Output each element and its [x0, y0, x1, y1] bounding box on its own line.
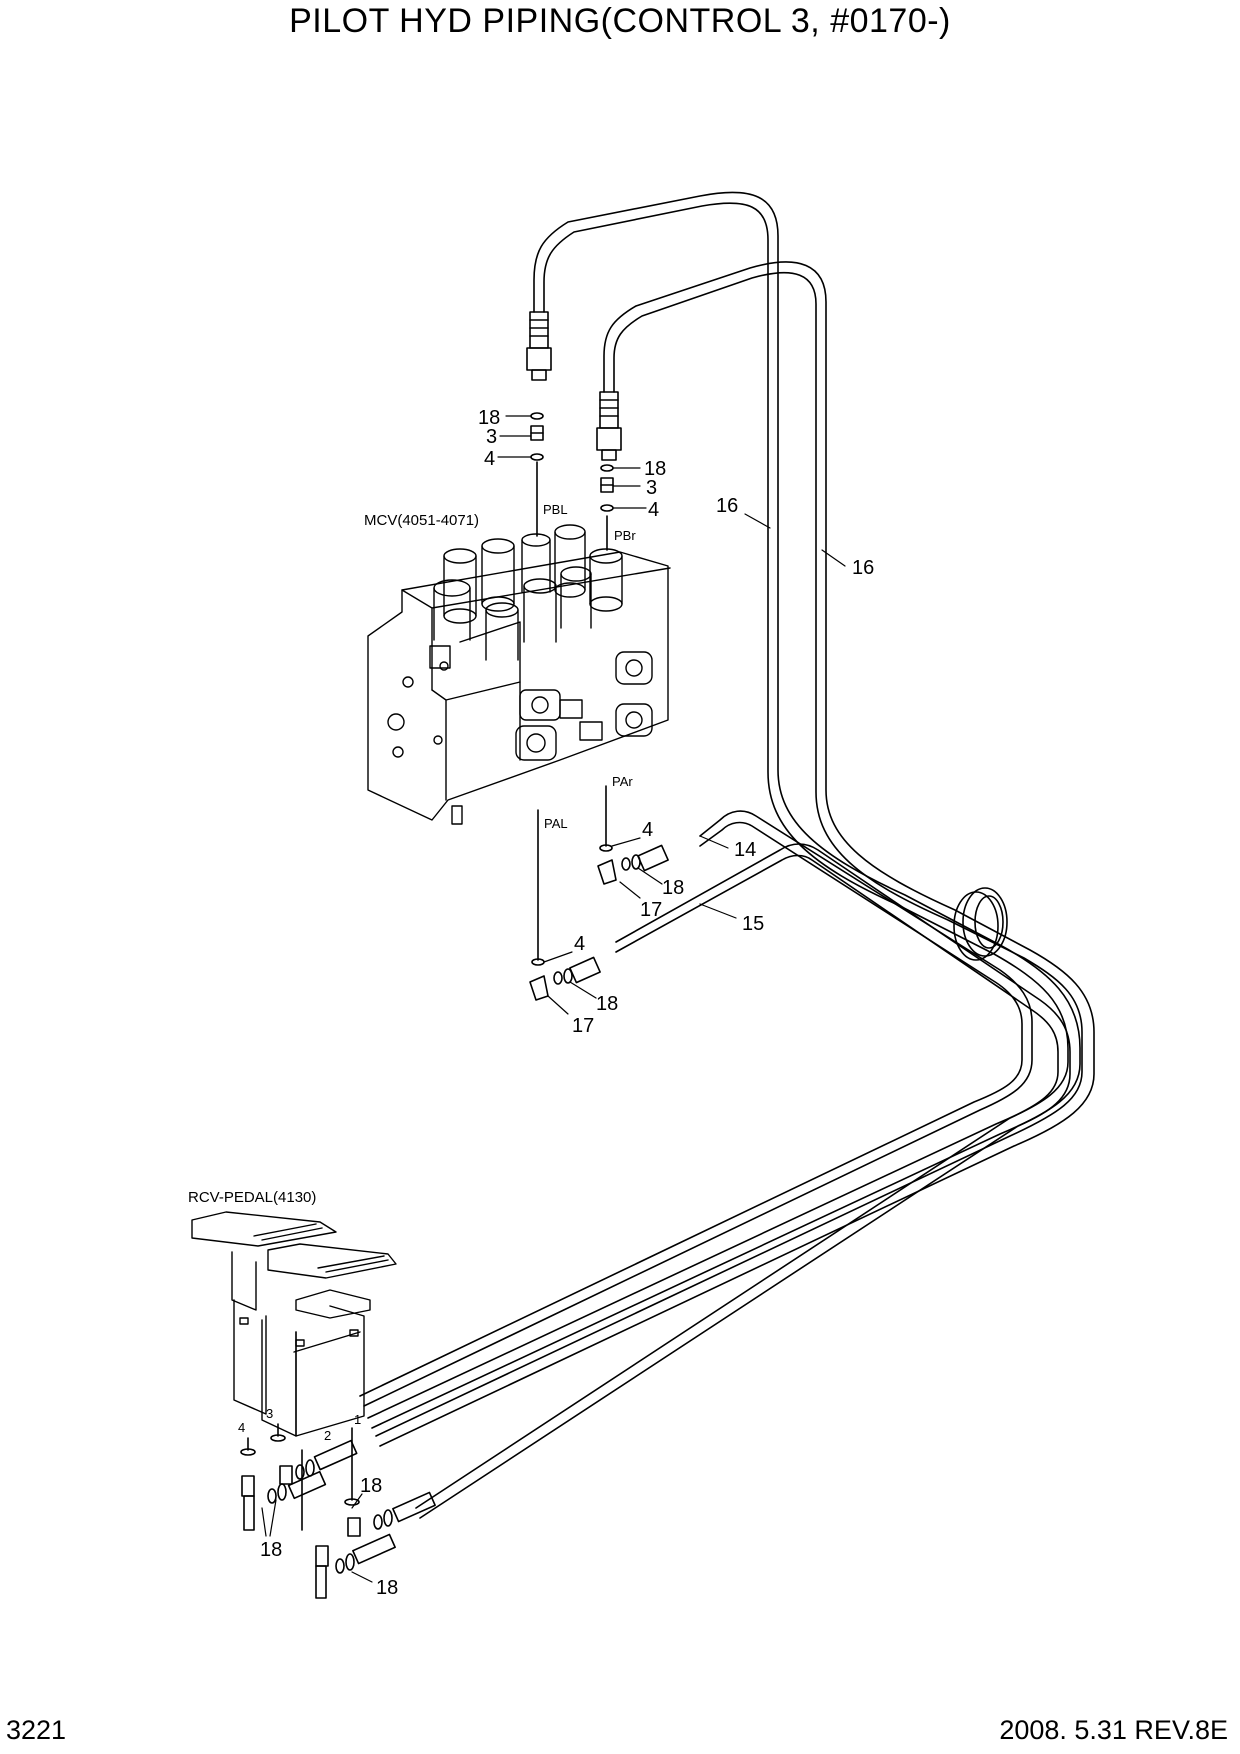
- callout-4: 4: [484, 448, 495, 470]
- mcv-lower-fittings: [529, 844, 669, 1001]
- callout-18: 18: [376, 1577, 398, 1599]
- callout-4: 4: [648, 499, 659, 521]
- callout-17: 17: [640, 899, 662, 921]
- rcv-pedal-label: RCV-PEDAL(4130): [188, 1189, 316, 1206]
- port-label-pbr: PBr: [614, 528, 636, 543]
- hose-end-fittings-top: [526, 311, 622, 461]
- pedal-port-4: 4: [238, 1420, 245, 1435]
- revision-date: 2008. 5.31 REV.8E: [999, 1715, 1228, 1745]
- page-title: PILOT HYD PIPING(CONTROL 3, #0170-): [289, 2, 951, 40]
- pedal-port-lines: [247, 1423, 353, 1531]
- pedal-port-2: 2: [324, 1428, 331, 1443]
- port-label-pbl: PBL: [543, 502, 568, 517]
- callout-18: 18: [644, 458, 666, 480]
- callout-18: 18: [596, 993, 618, 1015]
- callout-18: 18: [360, 1475, 382, 1497]
- callout-3: 3: [646, 477, 657, 499]
- hose-16-inner: [375, 261, 1095, 1447]
- rcv-pedal-assembly: [191, 1211, 397, 1437]
- mcv-label: MCV(4051-4071): [364, 512, 479, 529]
- hose-16-outer: [367, 191, 1081, 1429]
- callout-leaders: [261, 415, 846, 1583]
- pedal-port-3: 3: [266, 1406, 273, 1421]
- hose-14: [359, 810, 1033, 1407]
- callout-15: 15: [742, 913, 764, 935]
- hose-15: [415, 843, 1071, 1519]
- callout-4: 4: [642, 819, 653, 841]
- pedal-port-1: 1: [354, 1412, 361, 1427]
- callout-3: 3: [486, 426, 497, 448]
- hose-clamp: [953, 887, 1008, 961]
- callout-16: 16: [852, 557, 874, 579]
- callout-14: 14: [734, 839, 756, 861]
- callout-18: 18: [478, 407, 500, 429]
- page-number: 3221: [6, 1715, 67, 1745]
- mcv-valve-block: [367, 524, 671, 825]
- port-label-par: PAr: [612, 774, 633, 789]
- callout-4: 4: [574, 933, 585, 955]
- callout-16: 16: [716, 495, 738, 517]
- callout-18: 18: [260, 1539, 282, 1561]
- callout-18: 18: [662, 877, 684, 899]
- pedal-fittings: [240, 1434, 436, 1599]
- callout-17: 17: [572, 1015, 594, 1037]
- port-label-pal: PAL: [544, 816, 568, 831]
